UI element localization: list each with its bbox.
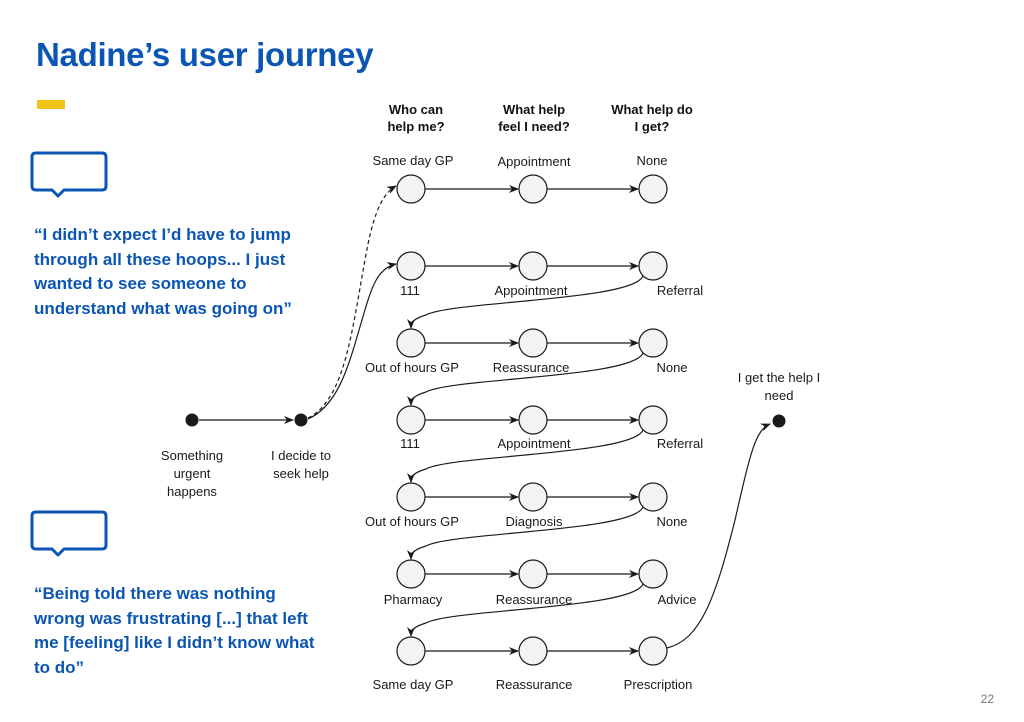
node-label: 111 <box>400 283 420 298</box>
header-line: I get? <box>634 119 670 134</box>
journey-node <box>638 174 668 204</box>
decide-node <box>294 413 308 427</box>
edge-decide-to-111 <box>307 262 397 420</box>
quote-1: “I didn’t expect I’d have to jump throug… <box>34 225 292 318</box>
header-line: What help <box>502 102 566 117</box>
page-title: Nadine’s user journey <box>36 36 374 73</box>
column-header-need: What help feel I need? <box>498 101 570 135</box>
journey-node <box>396 636 426 666</box>
page-number: 22 <box>980 692 994 706</box>
node-label: Appointment <box>494 283 568 298</box>
node-label: Prescription <box>623 677 693 692</box>
journey-node <box>518 482 548 512</box>
label-line: I get the help I <box>737 370 821 385</box>
header-line: help me? <box>387 119 445 134</box>
speech-bubble-icon <box>30 510 108 557</box>
node-label: Advice <box>657 592 697 607</box>
node-label: Pharmacy <box>383 592 443 607</box>
journey-node <box>518 174 548 204</box>
node-label: Reassurance <box>492 360 570 375</box>
label-line: seek help <box>273 466 329 481</box>
journey-node <box>518 328 548 358</box>
header-line: What help do <box>611 102 693 117</box>
journey-node <box>518 405 548 435</box>
journey-node <box>638 559 668 589</box>
edge-wrap-to-next-row <box>407 583 644 637</box>
node-label: Referral <box>656 283 704 298</box>
node-label: Out of hours GP <box>365 514 459 529</box>
label-line: Something <box>160 448 224 463</box>
node-label: None <box>656 360 688 375</box>
node-label: Same day GP <box>372 677 454 692</box>
node-label: Appointment <box>497 154 571 169</box>
journey-node <box>518 636 548 666</box>
node-label: 111 <box>400 436 420 451</box>
node-label: Same day GP <box>372 153 454 168</box>
journey-node <box>638 405 668 435</box>
node-label: None <box>636 153 668 168</box>
label-line: need <box>764 388 794 403</box>
label-line: I decide to <box>271 448 331 463</box>
edge-decide-to-same-day-gp <box>307 185 397 419</box>
quote-2: “Being told there was nothing wrong was … <box>34 584 315 677</box>
journey-node <box>638 636 668 666</box>
node-label: Diagnosis <box>505 514 563 529</box>
node-label: Reassurance <box>495 592 573 607</box>
journey-node <box>396 251 426 281</box>
end-node <box>772 414 786 428</box>
header-line: feel I need? <box>498 119 570 134</box>
end-node-label: I get the help I need <box>738 369 820 405</box>
edge-wrap-to-next-row <box>407 352 644 406</box>
journey-node <box>638 482 668 512</box>
edge-to-end <box>666 423 771 649</box>
journey-node <box>396 405 426 435</box>
decide-node-label: I decide to seek help <box>271 447 331 483</box>
journey-node <box>638 251 668 281</box>
node-label: Reassurance <box>495 677 573 692</box>
journey-node <box>518 251 548 281</box>
label-line: urgent <box>173 466 211 481</box>
edge-wrap-to-next-row <box>407 429 644 483</box>
node-label: None <box>656 514 688 529</box>
node-label: Referral <box>656 436 704 451</box>
start-node-label: Something urgent happens <box>161 447 223 501</box>
journey-node <box>396 482 426 512</box>
journey-node <box>396 328 426 358</box>
edge-wrap-to-next-row <box>407 506 644 560</box>
header-line: Who can <box>388 102 444 117</box>
journey-node <box>638 328 668 358</box>
column-header-who: Who can help me? <box>387 101 444 135</box>
speech-bubble-icon <box>30 151 108 198</box>
column-header-get: What help do I get? <box>611 101 693 135</box>
journey-node <box>396 559 426 589</box>
journey-node <box>396 174 426 204</box>
label-line: happens <box>167 484 217 499</box>
accent-bar <box>37 100 65 109</box>
edge-wrap-to-next-row <box>407 275 644 329</box>
node-label: Out of hours GP <box>365 360 459 375</box>
journey-node <box>518 559 548 589</box>
start-node <box>185 413 199 427</box>
node-label: Appointment <box>497 436 571 451</box>
